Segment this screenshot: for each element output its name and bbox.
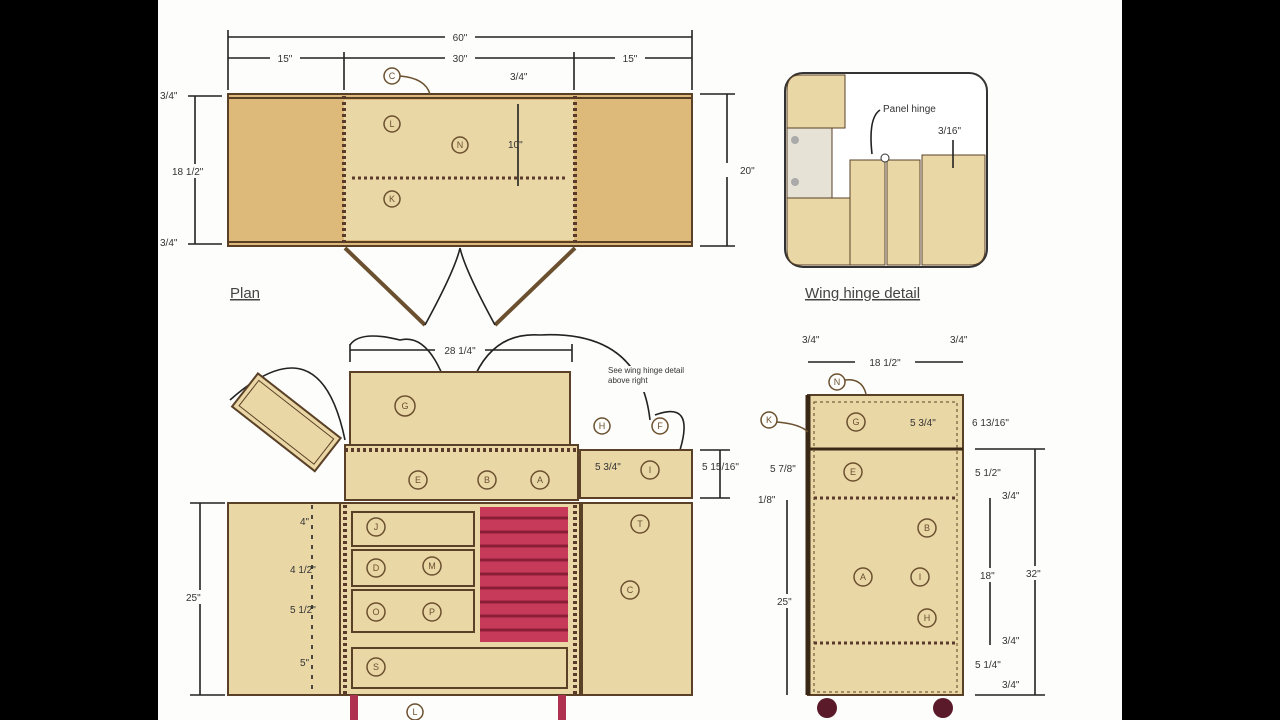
part-tag-letter: D	[373, 563, 380, 573]
ribbon-rack	[480, 507, 568, 642]
part-tag-letter: C	[389, 71, 396, 81]
part-tag-letter: B	[924, 523, 930, 533]
part-tag-letter: N	[834, 377, 841, 387]
side-top-box: 6 13/16"	[972, 418, 1009, 429]
part-tags-side: N K G E B A I H	[760, 373, 937, 628]
front-elevation: 28 1/4" See wing hinge detail above righ…	[185, 333, 739, 720]
hinge-detail-caption: Wing hinge detail	[805, 285, 920, 302]
part-tag-letter: E	[850, 467, 856, 477]
part-tag-letter: I	[919, 572, 922, 582]
part-tag-letter: L	[389, 119, 394, 129]
cabinet-plans-drawing: 60" 15" 30" 15" 3/4" 10" 3/4" 18 1/2" 3/…	[160, 30, 1050, 720]
part-tag-letter: C	[627, 585, 634, 595]
wing-hinge-note: See wing hinge detail above right	[608, 366, 685, 385]
side-left-thick: 3/4"	[802, 335, 820, 346]
drawer-dim-4: 5"	[300, 658, 310, 669]
part-tag-letter: N	[457, 140, 464, 150]
dim-top-thick: 3/4"	[160, 91, 178, 102]
part-tag-letter: O	[372, 607, 379, 617]
part-tag-letter: B	[484, 475, 490, 485]
side-total: 32"	[1026, 569, 1041, 580]
front-height-dim: 25"	[186, 593, 201, 604]
part-tags-front: G E B A I H F J D M O P S T C L	[366, 395, 669, 720]
part-tags-plan: C L N K	[383, 67, 469, 208]
part-tag-letter: L	[412, 707, 417, 717]
part-tag-letter: G	[852, 417, 859, 427]
drawers	[351, 511, 568, 689]
dim-depth: 18 1/2"	[172, 167, 204, 178]
side-mid-thick: 3/4"	[1002, 491, 1020, 502]
side-top-inner: 5 3/4"	[910, 418, 936, 429]
part-tag-letter: H	[599, 421, 606, 431]
drawer-dim-1: 4"	[300, 517, 310, 528]
part-tag-letter: A	[537, 475, 543, 485]
dim-center: 30"	[453, 54, 468, 65]
side-upper: 5 1/2"	[975, 468, 1001, 479]
part-tag-letter: S	[373, 662, 379, 672]
panel-hinge-label: Panel hinge	[883, 104, 936, 115]
hinge-gap-dim: 3/16"	[938, 126, 961, 137]
part-tag-letter: J	[374, 522, 379, 532]
side-cabinet: 18"	[980, 571, 995, 582]
part-tag-letter: I	[649, 465, 652, 475]
part-tag-letter: E	[415, 475, 421, 485]
part-tag-letter: P	[429, 607, 435, 617]
part-tag-letter: G	[401, 401, 408, 411]
side-width-dim: 18 1/2"	[869, 358, 901, 369]
drawer-dim-3: 5 1/2"	[290, 605, 316, 616]
side-elevation: 18 1/2" 3/4" 3/4" 5 3/4" 6 13/16" 5 7/8"…	[758, 335, 1050, 718]
drawing-sheet: 60" 15" 30" 15" 3/4" 10" 3/4" 18 1/2" 3/…	[158, 0, 1122, 720]
part-tag-letter: T	[637, 519, 643, 529]
side-bottom: 5 1/4"	[975, 660, 1001, 671]
plan-caption: Plan	[230, 285, 260, 302]
side-base: 25"	[777, 597, 792, 608]
dim-shelf-thick: 3/4"	[510, 72, 528, 83]
dim-bottom-thick: 3/4"	[160, 238, 178, 249]
side-gap: 1/8"	[758, 495, 776, 506]
dim-shelf: 10"	[508, 140, 523, 151]
dim-right: 15"	[623, 54, 638, 65]
part-tag-letter: K	[389, 194, 395, 204]
wing-hinge-detail: Panel hinge 3/16" Wing hinge detail	[784, 72, 988, 302]
part-tag-letter: A	[860, 572, 866, 582]
side-bottom-thick: 3/4"	[1002, 680, 1020, 691]
plan-view: 60" 15" 30" 15" 3/4" 10" 3/4" 18 1/2" 3/…	[160, 30, 755, 327]
dim-left: 15"	[278, 54, 293, 65]
side-drawer-h: 5 7/8"	[770, 464, 796, 475]
wing-box-dim: 5 15/16"	[702, 462, 739, 473]
side-low-thick: 3/4"	[1002, 636, 1020, 647]
dim-full-depth: 20"	[740, 166, 755, 177]
wing-box-inner-dim: 5 3/4"	[595, 462, 621, 473]
part-tag-letter: F	[657, 421, 663, 431]
drawer-dim-2: 4 1/2"	[290, 565, 316, 576]
dim-overall: 60"	[453, 33, 468, 44]
part-tag-letter: H	[924, 613, 931, 623]
side-right-thick: 3/4"	[950, 335, 968, 346]
front-width-dim: 28 1/4"	[444, 346, 476, 357]
part-tag-letter: M	[428, 561, 436, 571]
part-tag-letter: K	[766, 415, 772, 425]
